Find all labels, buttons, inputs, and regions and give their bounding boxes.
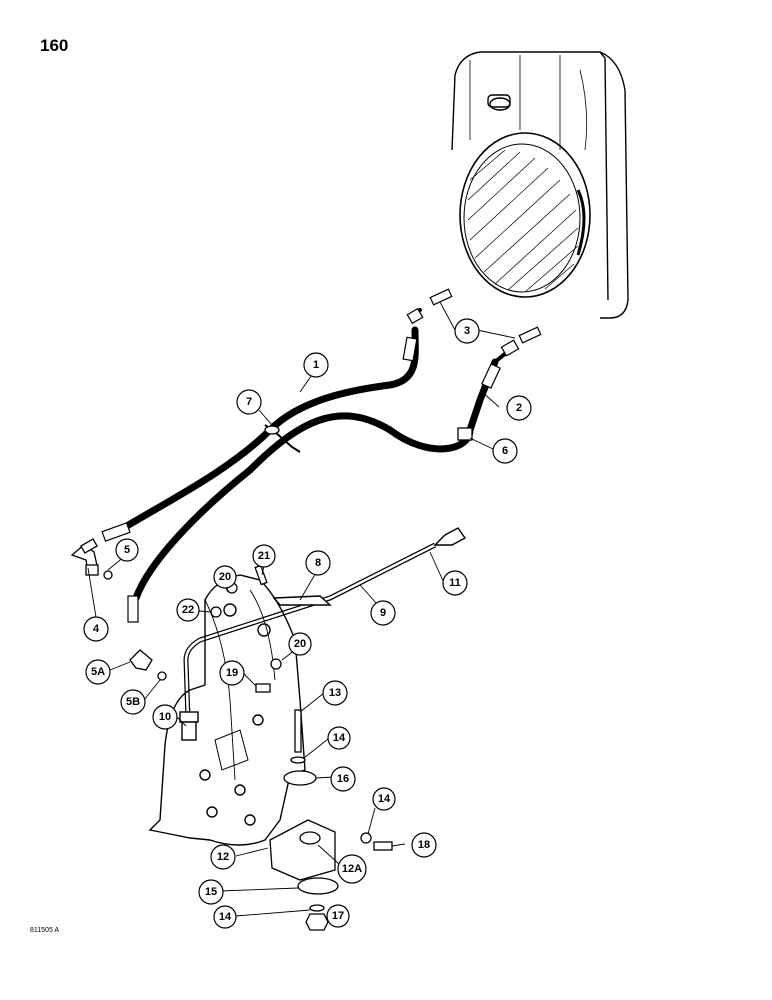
callout-6	[492, 438, 518, 464]
callout-5b	[120, 689, 146, 715]
callout-label-21: 21	[258, 550, 270, 562]
callout-label-8: 8	[315, 557, 321, 569]
callout-21	[252, 544, 276, 568]
callout-3	[454, 318, 480, 344]
callout-19	[219, 660, 245, 686]
callout-label-14c: 14	[219, 911, 232, 923]
callout-20a	[213, 565, 237, 589]
callout-20b	[288, 632, 312, 656]
callout-label-14a: 14	[333, 732, 346, 744]
callout-label-5b: 5B	[126, 696, 140, 708]
callout-label-18: 18	[418, 839, 430, 851]
callout-label-2: 2	[516, 402, 522, 414]
callout-label-19: 19	[226, 667, 238, 679]
callout-label-16: 16	[337, 773, 349, 785]
callout-label-15: 15	[205, 886, 217, 898]
callout-label-20b: 20	[294, 638, 306, 650]
callout-1	[303, 352, 329, 378]
callout-11	[442, 570, 468, 596]
callout-13	[322, 680, 348, 706]
hose-fittings	[101, 288, 542, 623]
callout-label-13: 13	[329, 687, 341, 699]
callout-14a	[327, 726, 351, 750]
fill-tube-and-dipstick	[179, 527, 467, 741]
callout-label-12: 12	[217, 851, 229, 863]
hose-clamps	[264, 424, 473, 453]
callout-label-3: 3	[464, 325, 470, 337]
callout-16	[330, 766, 356, 792]
callout-5a	[85, 659, 111, 685]
callout-label-10: 10	[159, 711, 171, 723]
callout-5	[115, 538, 139, 562]
elbow-fittings	[70, 538, 167, 681]
callout-label-4: 4	[93, 623, 100, 635]
callout-7	[236, 389, 262, 415]
callout-label-14b: 14	[378, 793, 391, 805]
radiator-assembly	[451, 51, 629, 319]
mounting-hardware	[210, 564, 393, 931]
callout-label-22: 22	[182, 604, 194, 616]
callout-label-5: 5	[124, 544, 130, 556]
callout-label-5a: 5A	[91, 666, 105, 678]
figure-code: 811505 A	[30, 927, 60, 934]
callout-12a	[337, 854, 367, 884]
callout-12	[210, 844, 236, 870]
page-number: 160	[40, 36, 69, 55]
callout-4	[83, 616, 109, 642]
callout-9	[370, 600, 396, 626]
callout-14c	[213, 905, 237, 929]
callout-label-9: 9	[380, 607, 386, 619]
callout-label-20a: 20	[219, 571, 231, 583]
callout-2	[506, 395, 532, 421]
callout-18	[411, 832, 437, 858]
callout-22	[176, 598, 200, 622]
callout-10	[152, 704, 178, 730]
callout-label-11: 11	[449, 577, 461, 589]
callout-group	[83, 318, 532, 929]
callout-label-12a: 12A	[342, 863, 362, 875]
callout-8	[305, 550, 331, 576]
callout-label-17: 17	[332, 910, 344, 922]
callout-label-7: 7	[246, 396, 252, 408]
callout-label-6: 6	[502, 445, 508, 457]
callout-label-1: 1	[313, 359, 319, 371]
callout-17	[326, 904, 350, 928]
callout-labels: 1 2 3 4 5 5A 5B 6 7 8 9 10 11 12 12A 13 …	[91, 325, 522, 923]
callout-14b	[372, 787, 396, 811]
callout-15	[198, 879, 224, 905]
